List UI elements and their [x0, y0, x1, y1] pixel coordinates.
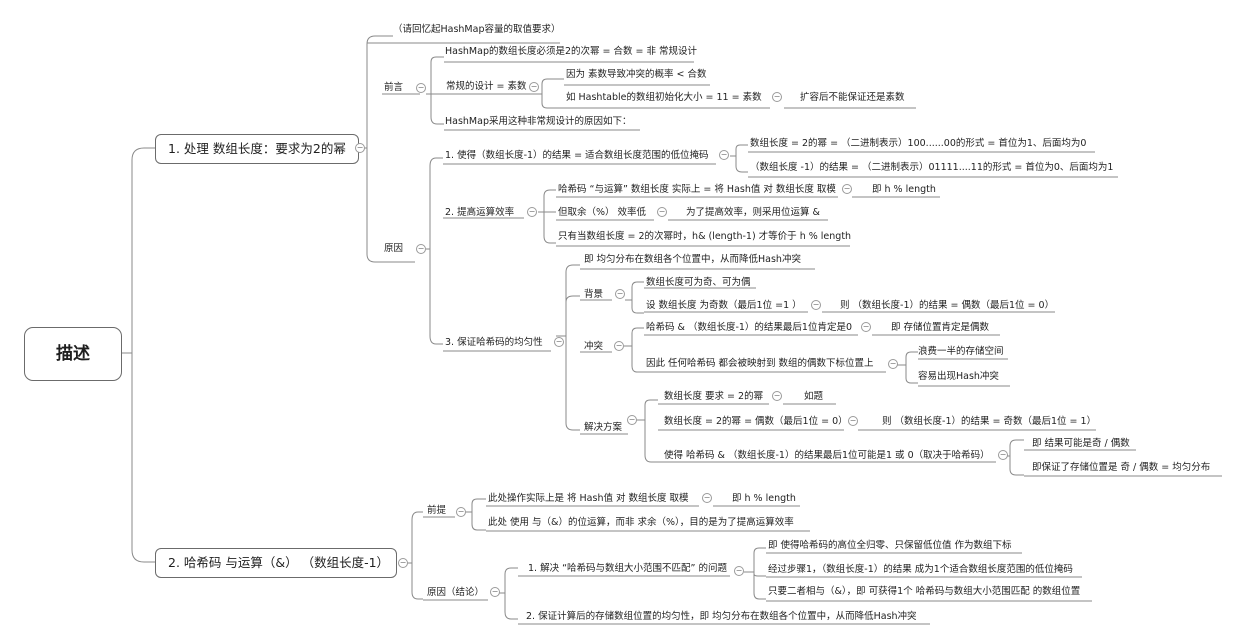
hint-note: （请回忆起HashMap容量的取值要求） — [393, 24, 561, 35]
collapse-icon[interactable]: − — [614, 341, 624, 351]
prime-reason[interactable]: 因为 素数导致冲突的概率 < 合数 — [566, 69, 707, 80]
reason-2b[interactable]: 但取余（%） 效率低 — [558, 207, 647, 218]
conclusion-1a[interactable]: 即 使得哈希码的高位全归零、只保留低位值 作为数组下标 — [768, 540, 1012, 551]
collapse-icon[interactable]: − — [554, 337, 564, 347]
collapse-icon[interactable]: − — [657, 207, 667, 217]
collapse-icon[interactable]: − — [627, 415, 637, 425]
expand-note[interactable]: 扩容后不能保证还是素数 — [800, 92, 905, 103]
background-label[interactable]: 背景 — [584, 289, 604, 300]
preface-line1[interactable]: HashMap的数组长度必须是2的次幂 = 合数 = 非 常规设计 — [445, 46, 698, 57]
conclusion-1c[interactable]: 只要二者相与（&），即 可获得1个 哈希码与数组大小范围匹配 的数组位置 — [768, 586, 1081, 597]
solution-2-result[interactable]: 则 （数组长度-1）的结果 = 奇数（最后1位 = 1） — [882, 416, 1097, 427]
collapse-icon[interactable]: − — [615, 289, 625, 299]
premise-1[interactable]: 此处操作实际上是 将 Hash值 对 数组长度 取模 — [488, 493, 689, 504]
premise-2[interactable]: 此处 使用 与（&）的位运算，而非 求余（%），目的是为了提高运算效率 — [488, 517, 794, 528]
conclusion-1[interactable]: 1. 解决 “哈希码与数组大小范围不匹配” 的问题 — [528, 563, 727, 574]
solution-3b[interactable]: 即保证了存储位置是 奇 / 偶数 = 均匀分布 — [1032, 462, 1211, 473]
collapse-icon[interactable]: − — [842, 184, 852, 194]
solution-label[interactable]: 解决方案 — [584, 422, 623, 433]
conclusion-1b[interactable]: 经过步骤1，（数组长度-1）的结果 成为1个适合数组长度范围的低位掩码 — [768, 564, 1073, 575]
reason-1b[interactable]: （数组长度 -1）的结果 = （二进制表示）01111....11的形式 = 首… — [750, 162, 1114, 173]
branch-1-topic[interactable]: 1. 处理 数组长度：要求为2的幂 — [155, 134, 359, 164]
reason-2a-result[interactable]: 即 h % length — [872, 184, 936, 195]
conclusion-label[interactable]: 原因（结论） — [427, 587, 485, 598]
collapse-icon[interactable]: − — [772, 92, 782, 102]
background-2-result[interactable]: 则 （数组长度-1）的结果 = 偶数（最后1位 = 0） — [840, 300, 1055, 311]
branch-2-topic[interactable]: 2. 哈希码 与运算（&） （数组长度-1） — [155, 548, 397, 578]
reason-1[interactable]: 1. 使得（数组长度-1）的结果 = 适合数组长度范围的低位掩码 — [445, 150, 709, 161]
root-topic[interactable]: 描述 — [24, 327, 122, 381]
conflict-1[interactable]: 哈希码 & （数组长度-1）的结果最后1位肯定是0 — [646, 322, 853, 333]
conflict-2b[interactable]: 容易出现Hash冲突 — [918, 371, 999, 382]
normal-design[interactable]: 常规的设计 = 素数 — [446, 81, 527, 92]
solution-2[interactable]: 数组长度 = 2的幂 = 偶数（最后1位 = 0） — [664, 416, 848, 427]
collapse-icon[interactable]: − — [398, 558, 408, 568]
premise-1-result[interactable]: 即 h % length — [732, 493, 796, 504]
reason-2c[interactable]: 只有当数组长度 = 2的次幂时，h& (length-1) 才等价于 h % l… — [558, 231, 852, 242]
collapse-icon[interactable]: − — [490, 587, 500, 597]
preface-adopt[interactable]: HashMap采用这种非常规设计的原因如下： — [445, 116, 632, 127]
collapse-icon[interactable]: − — [355, 143, 365, 153]
collapse-icon[interactable]: − — [861, 322, 871, 332]
premise-label[interactable]: 前提 — [427, 505, 447, 516]
conflict-1-result[interactable]: 即 存储位置肯定是偶数 — [891, 322, 990, 333]
preface-label[interactable]: 前言 — [384, 82, 404, 93]
reason-1a[interactable]: 数组长度 = 2的幂 = （二进制表示）100......00的形式 = 首位为… — [750, 138, 1087, 149]
collapse-icon[interactable]: − — [734, 566, 744, 576]
collapse-icon[interactable]: − — [719, 150, 729, 160]
solution-3a[interactable]: 即 结果可能是奇 / 偶数 — [1032, 438, 1130, 449]
reason-3-summary[interactable]: 即 均匀分布在数组各个位置中，从而降低Hash冲突 — [584, 254, 801, 265]
background-2[interactable]: 设 数组长度 为奇数（最后1位 =1 ） — [646, 300, 802, 311]
reason-2[interactable]: 2. 提高运算效率 — [445, 207, 515, 218]
collapse-icon[interactable]: − — [529, 82, 539, 92]
collapse-icon[interactable]: − — [848, 416, 858, 426]
collapse-icon[interactable]: − — [772, 391, 782, 401]
hashtable-example[interactable]: 如 Hashtable的数组初始化大小 = 11 = 素数 — [566, 92, 762, 103]
conflict-2a[interactable]: 浪费一半的存储空间 — [918, 346, 1004, 357]
solution-1-result[interactable]: 如题 — [804, 391, 824, 402]
background-1[interactable]: 数组长度可为奇、可为偶 — [646, 277, 751, 288]
conclusion-2[interactable]: 2. 保证计算后的存储数组位置的均匀性，即 均匀分布在数组各个位置中，从而降低H… — [526, 611, 917, 622]
collapse-icon[interactable]: − — [527, 207, 537, 217]
reason-2a[interactable]: 哈希码 “与运算” 数组长度 实际上 = 将 Hash值 对 数组长度 取模 — [558, 184, 836, 195]
collapse-icon[interactable]: − — [998, 450, 1008, 460]
collapse-icon[interactable]: − — [702, 493, 712, 503]
reason-2b-result[interactable]: 为了提高效率，则采用位运算 & — [686, 207, 820, 218]
reason-3[interactable]: 3. 保证哈希码的均匀性 — [445, 337, 543, 348]
collapse-icon[interactable]: − — [456, 507, 466, 517]
solution-1[interactable]: 数组长度 要求 = 2的幂 — [664, 391, 764, 402]
cause-label[interactable]: 原因 — [384, 243, 404, 254]
collapse-icon[interactable]: − — [811, 300, 821, 310]
conflict-label[interactable]: 冲突 — [584, 341, 604, 352]
collapse-icon[interactable]: − — [416, 244, 426, 254]
solution-3[interactable]: 使得 哈希码 & （数组长度-1）的结果最后1位可能是1 或 0（取决于哈希码） — [664, 450, 990, 461]
collapse-icon[interactable]: − — [888, 359, 898, 369]
collapse-icon[interactable]: − — [416, 83, 426, 93]
conflict-2[interactable]: 因此 任何哈希码 都会被映射到 数组的偶数下标位置上 — [646, 358, 874, 369]
